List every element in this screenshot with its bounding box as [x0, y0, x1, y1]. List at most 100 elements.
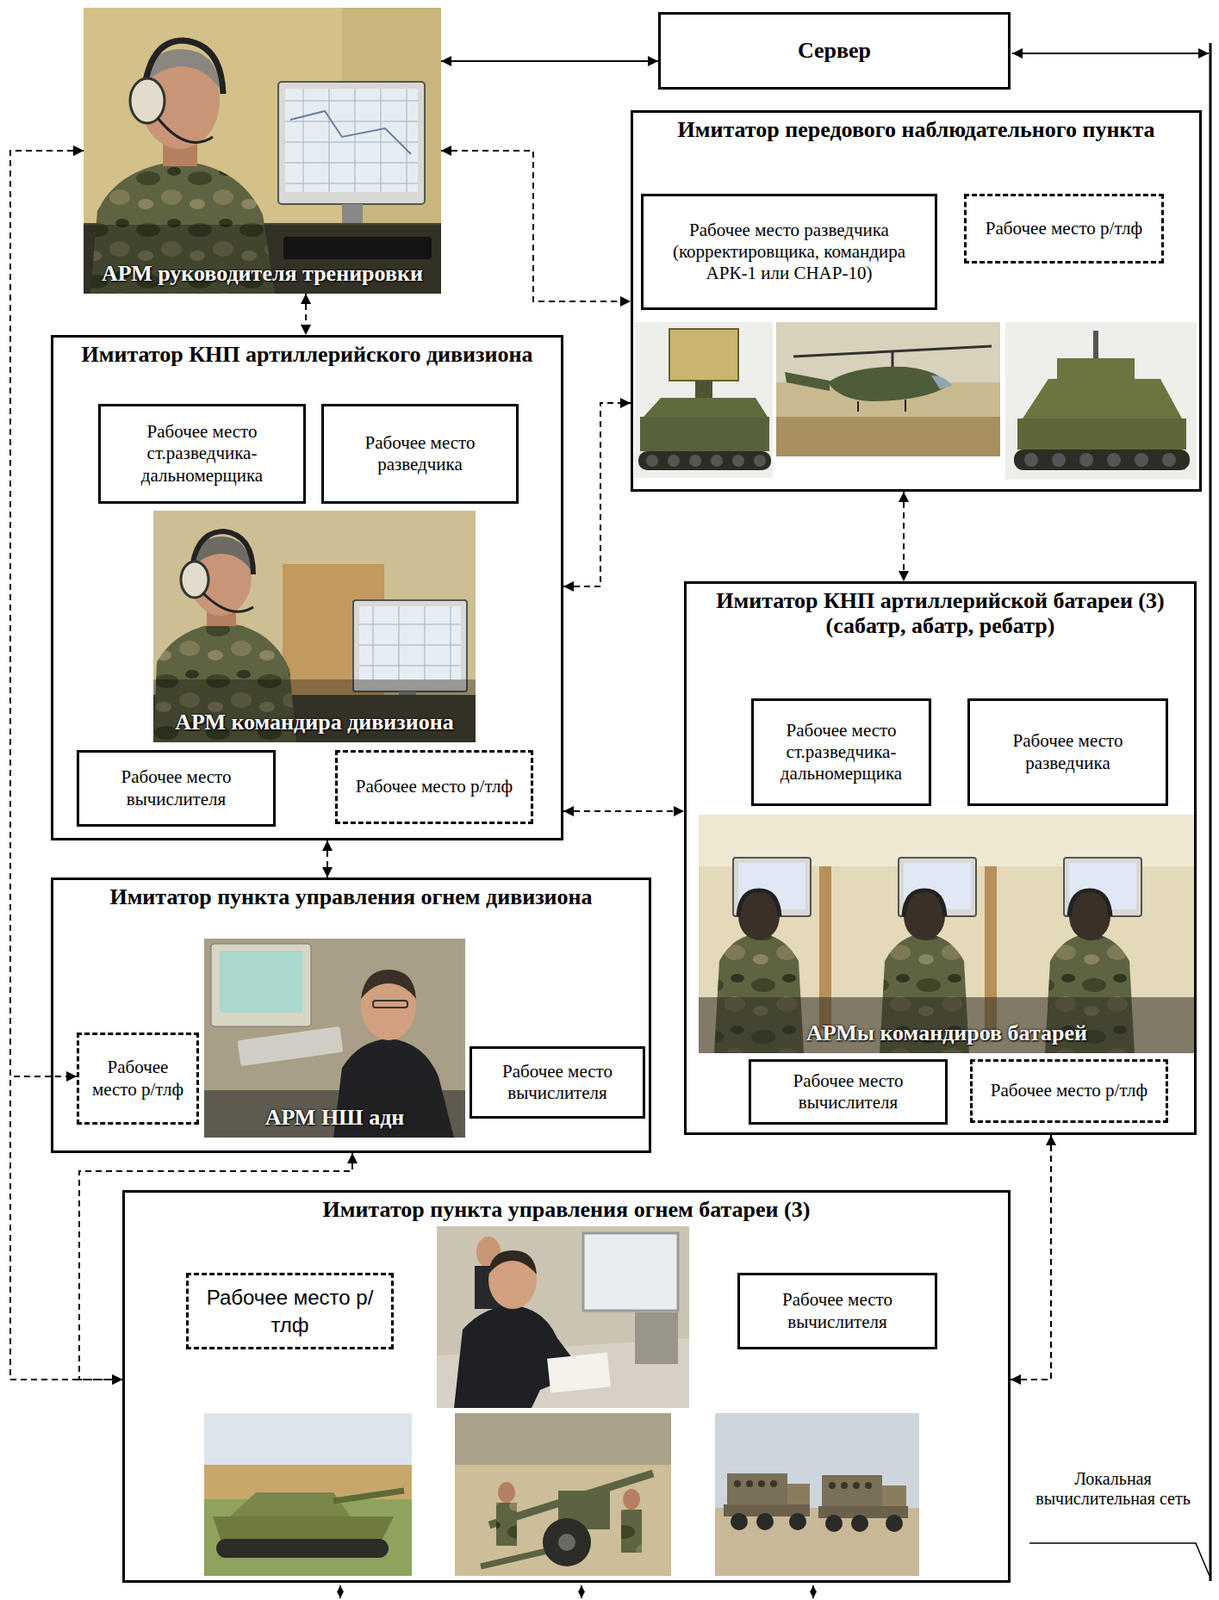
photo-caption: АРМы командиров батарей [806, 1021, 1088, 1047]
photo-apc-part [1005, 322, 1197, 480]
photo-apc-part [1079, 453, 1094, 467]
photo-instructor-part [83, 7, 442, 294]
photo-helicopter-part [931, 375, 952, 390]
photo-battery-commanders-part-part [738, 890, 780, 917]
workstation-box-dashed: Рабочее место р/тлф [76, 1032, 200, 1126]
photo-rocket-launchers-part [821, 1475, 883, 1507]
dashed-connector [563, 810, 685, 813]
lan-bus-part [1012, 52, 1209, 55]
photo-radar-vehicle-part [695, 380, 713, 399]
photo-radar-vehicle-part [689, 454, 702, 467]
box-label: Рабочее место р/тлф [193, 1284, 386, 1338]
photo-commander [153, 510, 476, 743]
photo-howitzer-part [558, 1534, 576, 1552]
photo-battery-fire-control [436, 1226, 690, 1409]
photo-caption: АРМ НШ адн [265, 1106, 405, 1132]
photo-helicopter-part [827, 366, 949, 402]
photo-apc-part [1024, 453, 1039, 467]
lan-bus-part [1209, 43, 1213, 1582]
group-heading: Имитатор передового наблюдательного пунк… [641, 118, 1191, 144]
photo-rocket-launchers-part [851, 1515, 869, 1533]
photo-caption: АРМ командира дивизиона [174, 710, 455, 736]
photo-rocket-launchers-part [715, 1413, 920, 1577]
workstation-box-dashed: Рабочее место р/тлф [964, 193, 1164, 264]
photo-battery-fire-control-part [488, 1250, 537, 1310]
photo-rocket-launchers-part [789, 1513, 807, 1531]
box-label: Рабочее место р/тлф [985, 217, 1143, 240]
dashed-connector [1010, 1135, 1052, 1381]
box-label: Рабочее место р/тлф [84, 1057, 192, 1101]
box-label: Рабочее место разведчика [975, 730, 1161, 774]
photo-chief-of-staff [204, 939, 466, 1139]
photo-apc-part [1134, 453, 1149, 467]
photo-rocket-launchers-part [746, 1480, 753, 1488]
box-label: Рабочее место вычислителя [745, 1289, 930, 1333]
photo-rocket-launchers-part [770, 1480, 778, 1488]
photo-helicopter-part [776, 416, 1001, 457]
photo-commander-part [180, 561, 209, 598]
photo-rocket-launchers-part [840, 1482, 848, 1490]
workstation-photo: АРМы командиров батарей [698, 814, 1195, 1054]
photo-battery-commanders-part [698, 997, 1195, 1054]
network-label: Локальная вычислительная сеть [1026, 1469, 1200, 1510]
box-label: Рабочее место разведчика (корректировщик… [648, 219, 930, 286]
dashed-connector [563, 403, 631, 587]
simulator-group: Имитатор пункта управления огнем дивизио… [50, 877, 652, 1154]
photo-rocket-launchers-part [715, 1508, 920, 1577]
photo-instructor-part [342, 204, 363, 225]
box-label: Рабочее место разведчика [329, 432, 511, 476]
photo-howitzer-part [542, 1518, 591, 1568]
photo-howitzer [454, 1413, 672, 1577]
photo-rocket-launchers-part [758, 1480, 765, 1488]
photo-rocket-launchers-part [733, 1480, 741, 1488]
photo-rocket-launchers-part [756, 1513, 774, 1531]
photo-apc-part [1022, 379, 1182, 419]
photo-instructor-part [83, 223, 442, 294]
photo-battery-fire-control-part [488, 1250, 537, 1275]
photo-apc-part [1107, 453, 1121, 467]
photo-helicopter-part [784, 372, 830, 392]
photo-chief-of-staff-part [211, 944, 311, 1027]
simulator-group: Имитатор КНП артиллерийской батареи (3)(… [684, 581, 1197, 1136]
photo-chief-of-staff-part [219, 951, 303, 1014]
photo-self-propelled-gun-part [204, 1413, 412, 1577]
photo-battery-commanders-part-part [903, 890, 946, 917]
photo-rocket-launchers-part [852, 1482, 860, 1490]
photo-chief-of-staff-part [236, 1026, 343, 1067]
output-arrows-part [339, 1585, 342, 1599]
photo-instructor-part [130, 78, 165, 124]
photo-apc-part [1057, 358, 1135, 380]
photo-self-propelled-gun-part [230, 1492, 351, 1518]
simulator-group: Имитатор пункта управления огнем батареи… [122, 1190, 1011, 1584]
photo-radar-vehicle-part [667, 454, 680, 467]
photo-radar-vehicle-part [634, 322, 773, 479]
server-box: Сервер [658, 12, 1011, 90]
photo-howitzer-part [454, 1413, 672, 1577]
photo-chief-of-staff-part [204, 1090, 466, 1139]
photo-howitzer-part [496, 1503, 517, 1547]
photo-rocket-launchers-part [828, 1482, 836, 1490]
photo-self-propelled-gun-part [212, 1517, 394, 1543]
photo-self-propelled-gun-part [333, 1491, 405, 1502]
simulator-group: Имитатор КНП артиллерийского дивизионаРа… [50, 335, 564, 841]
photo-battery-fire-control-part [583, 1233, 678, 1312]
dashed-connector [902, 491, 905, 582]
output-arrows [340, 1585, 814, 1599]
lan-bus [1012, 43, 1211, 1582]
workstation-photo: АРМ руководителя тренировки [83, 7, 442, 294]
box-label: Рабочее место р/тлф [990, 1080, 1148, 1102]
photo-self-propelled-gun [204, 1413, 412, 1577]
workstation-photo: АРМ командира дивизиона [153, 510, 476, 743]
lan-bus-part [1029, 1543, 1210, 1577]
dashed-connector [441, 150, 631, 302]
photo-chief-of-staff-part [373, 1001, 408, 1008]
photo-helicopter-part [891, 351, 895, 369]
group-heading: Имитатор пункта управления огнем дивизио… [62, 885, 641, 911]
photo-instructor [83, 7, 442, 294]
photo-instructor-part [157, 118, 213, 143]
photo-rocket-launchers-part [727, 1473, 788, 1506]
photo-radar-vehicle-part [732, 454, 745, 467]
workstation-box: Рабочее место ст.разведчика-дальномерщик… [98, 404, 306, 504]
group-heading: (сабатр, абатр, ребатр) [695, 614, 1186, 640]
